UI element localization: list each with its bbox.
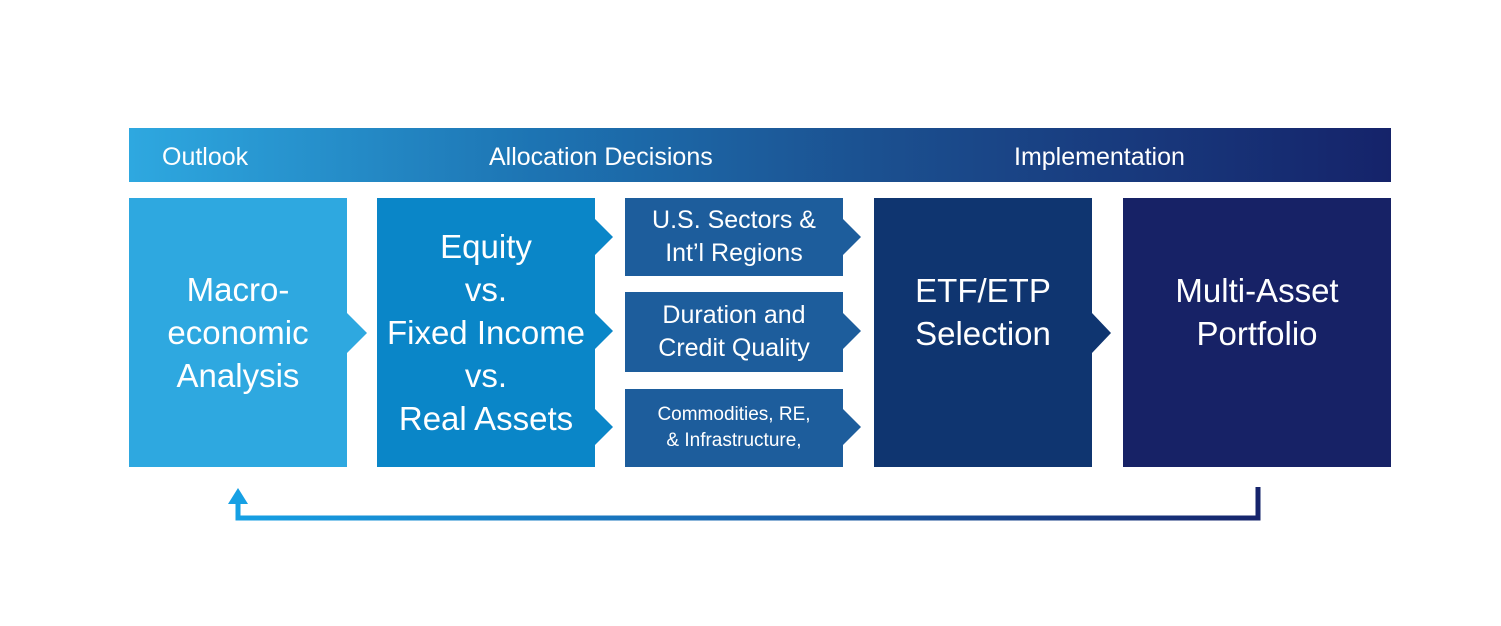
arrow-up-icon bbox=[228, 488, 248, 504]
duration-line-1: Duration and bbox=[662, 301, 806, 329]
chevron-right-icon bbox=[843, 313, 861, 349]
commodities-box: Commodities, RE, & Infrastructure, bbox=[625, 389, 843, 467]
etf-etp-selection-box: ETF/ETP Selection bbox=[874, 198, 1092, 467]
chevron-right-icon bbox=[1092, 313, 1111, 353]
sectors-regions-box: U.S. Sectors & Int’l Regions bbox=[625, 198, 843, 276]
chevron-right-icon bbox=[843, 409, 861, 445]
feedback-loop-arrow bbox=[235, 487, 1261, 521]
equity-line-1: Equity bbox=[440, 228, 532, 265]
equity-line-2: vs. bbox=[464, 271, 508, 308]
commodities-line-1: Commodities, RE, bbox=[657, 404, 811, 425]
asset-class-allocation-box: Equity vs. Fixed Income vs. Real Assets bbox=[377, 198, 595, 467]
header-implementation: Implementation bbox=[1014, 143, 1185, 171]
etf-line-1: ETF/ETP bbox=[915, 271, 1051, 309]
equity-line-4: vs. bbox=[464, 357, 508, 394]
macro-line-1: Macro- bbox=[186, 271, 290, 308]
macro-line-3: Analysis bbox=[176, 357, 300, 394]
header-allocation-decisions: Allocation Decisions bbox=[489, 143, 713, 171]
commodities-line-2: & Infrastructure, bbox=[666, 430, 802, 451]
duration-credit-box: Duration and Credit Quality bbox=[625, 292, 843, 372]
sectors-line-1: U.S. Sectors & bbox=[652, 206, 816, 234]
multi-asset-portfolio-box: Multi-Asset Portfolio bbox=[1123, 198, 1391, 467]
chevron-right-icon bbox=[843, 219, 861, 255]
header-outlook: Outlook bbox=[162, 143, 249, 171]
chevron-right-icon bbox=[595, 313, 613, 349]
macro-line-2: economic bbox=[167, 314, 309, 351]
etf-line-2: Selection bbox=[915, 314, 1051, 352]
chevron-right-icon bbox=[595, 219, 613, 255]
sectors-line-2: Int’l Regions bbox=[665, 239, 803, 267]
chevron-right-icon bbox=[595, 409, 613, 445]
chevron-right-icon bbox=[347, 313, 367, 353]
header-bar: Outlook Allocation Decisions Implementat… bbox=[129, 128, 1391, 182]
equity-line-3: Fixed Income bbox=[386, 314, 586, 351]
duration-line-2: Credit Quality bbox=[658, 334, 810, 362]
portfolio-line-2: Portfolio bbox=[1196, 314, 1318, 352]
portfolio-line-1: Multi-Asset bbox=[1175, 271, 1339, 309]
macro-economic-analysis-box: Macro- economic Analysis bbox=[129, 198, 347, 467]
equity-line-5: Real Assets bbox=[398, 400, 574, 437]
